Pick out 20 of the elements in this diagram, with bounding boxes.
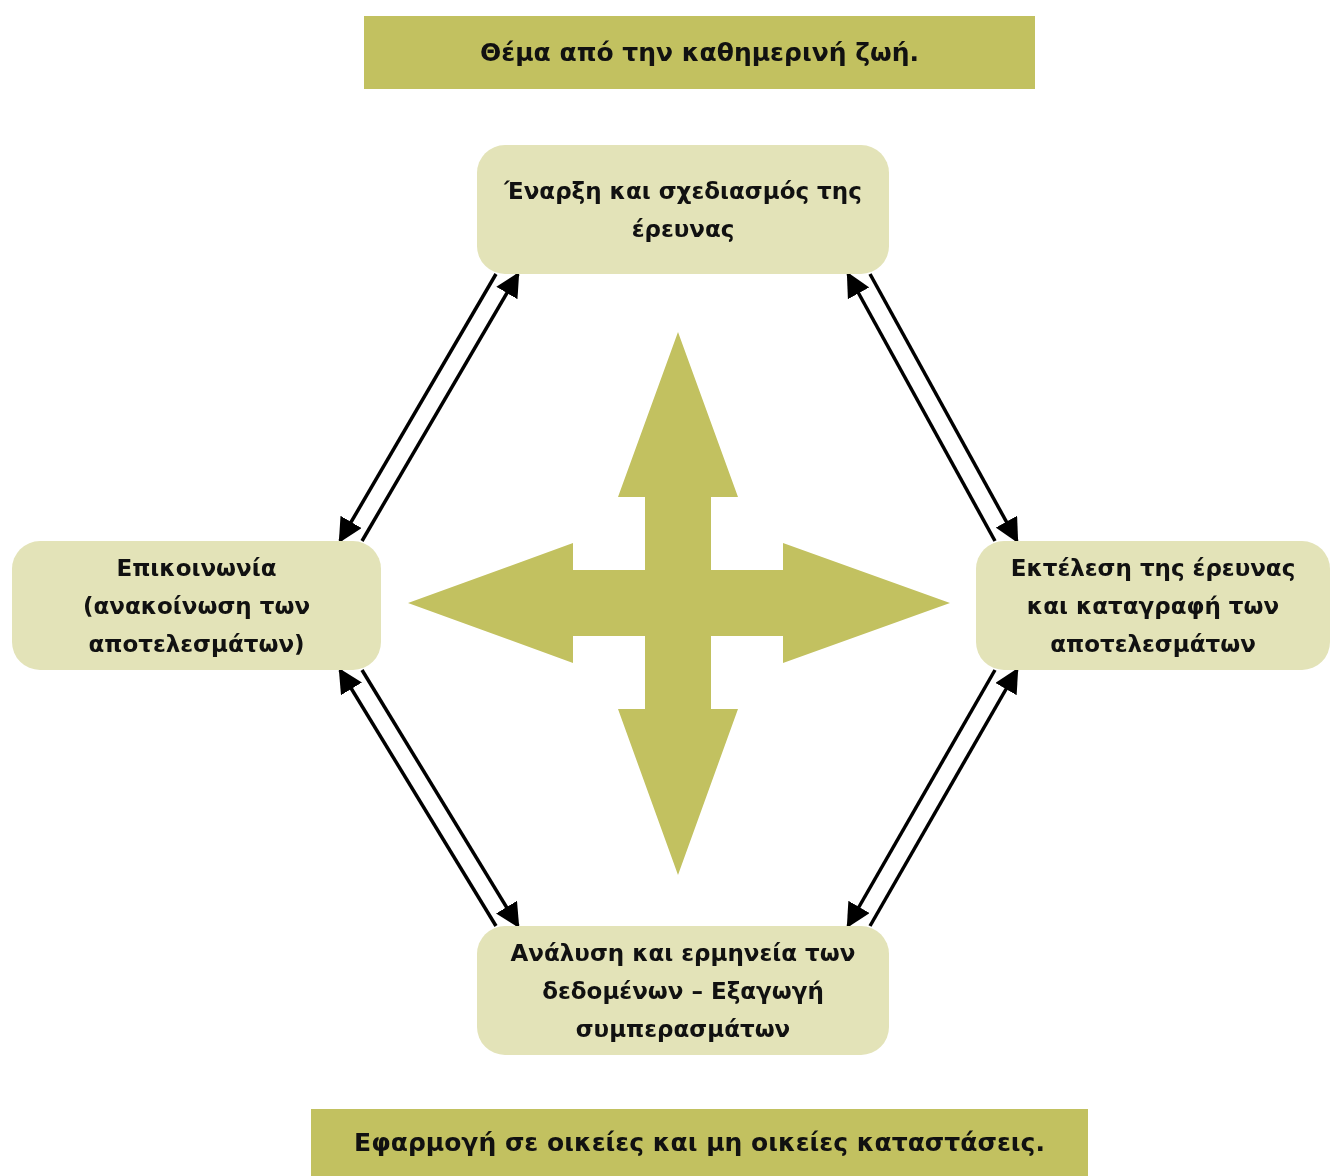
process-box	[477, 926, 889, 1055]
arrow	[360, 271, 520, 542]
box-text: Έναρξη και σχεδιασμός της έρευνας	[503, 176, 863, 244]
arrow	[868, 667, 1019, 927]
process-box	[12, 541, 381, 670]
box-text: Εκτέλεση της έρευνας και καταγραφή των αποτελεσμάτων	[1009, 553, 1297, 659]
process-box	[477, 145, 889, 274]
arrow	[846, 271, 997, 542]
box-text: Εφαρμογή σε οικείες και μη οικείες καταστάσεις.	[354, 1126, 1045, 1159]
box-text: Θέμα από την καθημερινή ζωή.	[480, 36, 919, 69]
banner-box	[311, 1109, 1088, 1176]
box-text: Επικοινωνία (ανακοίνωση των αποτελεσμάτων)	[81, 553, 312, 659]
arrow	[338, 667, 498, 927]
process-box	[976, 541, 1330, 670]
arrow	[338, 273, 498, 544]
arrow	[868, 273, 1019, 544]
box-text: Ανάλυση και ερμηνεία των δεδομένων – Εξαγωγή συμπερασμάτων	[509, 938, 857, 1044]
arrow	[846, 669, 997, 929]
arrow	[360, 669, 520, 929]
banner-box	[364, 16, 1035, 89]
